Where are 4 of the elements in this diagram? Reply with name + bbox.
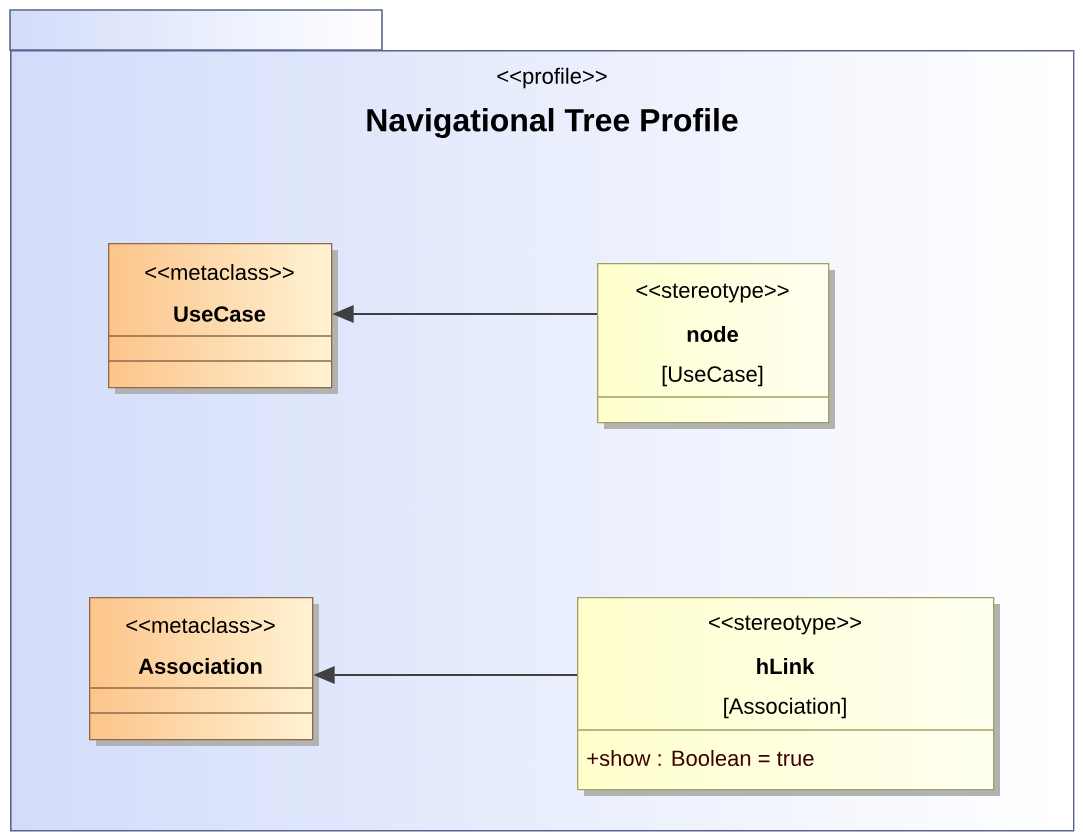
metaclass-box: <<metaclass>> UseCase xyxy=(107,243,338,394)
metaclass-box: <<metaclass>> Association xyxy=(88,597,319,746)
stereotype-box: <<stereotype>> node [UseCase] xyxy=(596,263,835,429)
stereotype-box: <<stereotype>> hLink [Association] +show : Boolean = true xyxy=(576,597,1000,796)
